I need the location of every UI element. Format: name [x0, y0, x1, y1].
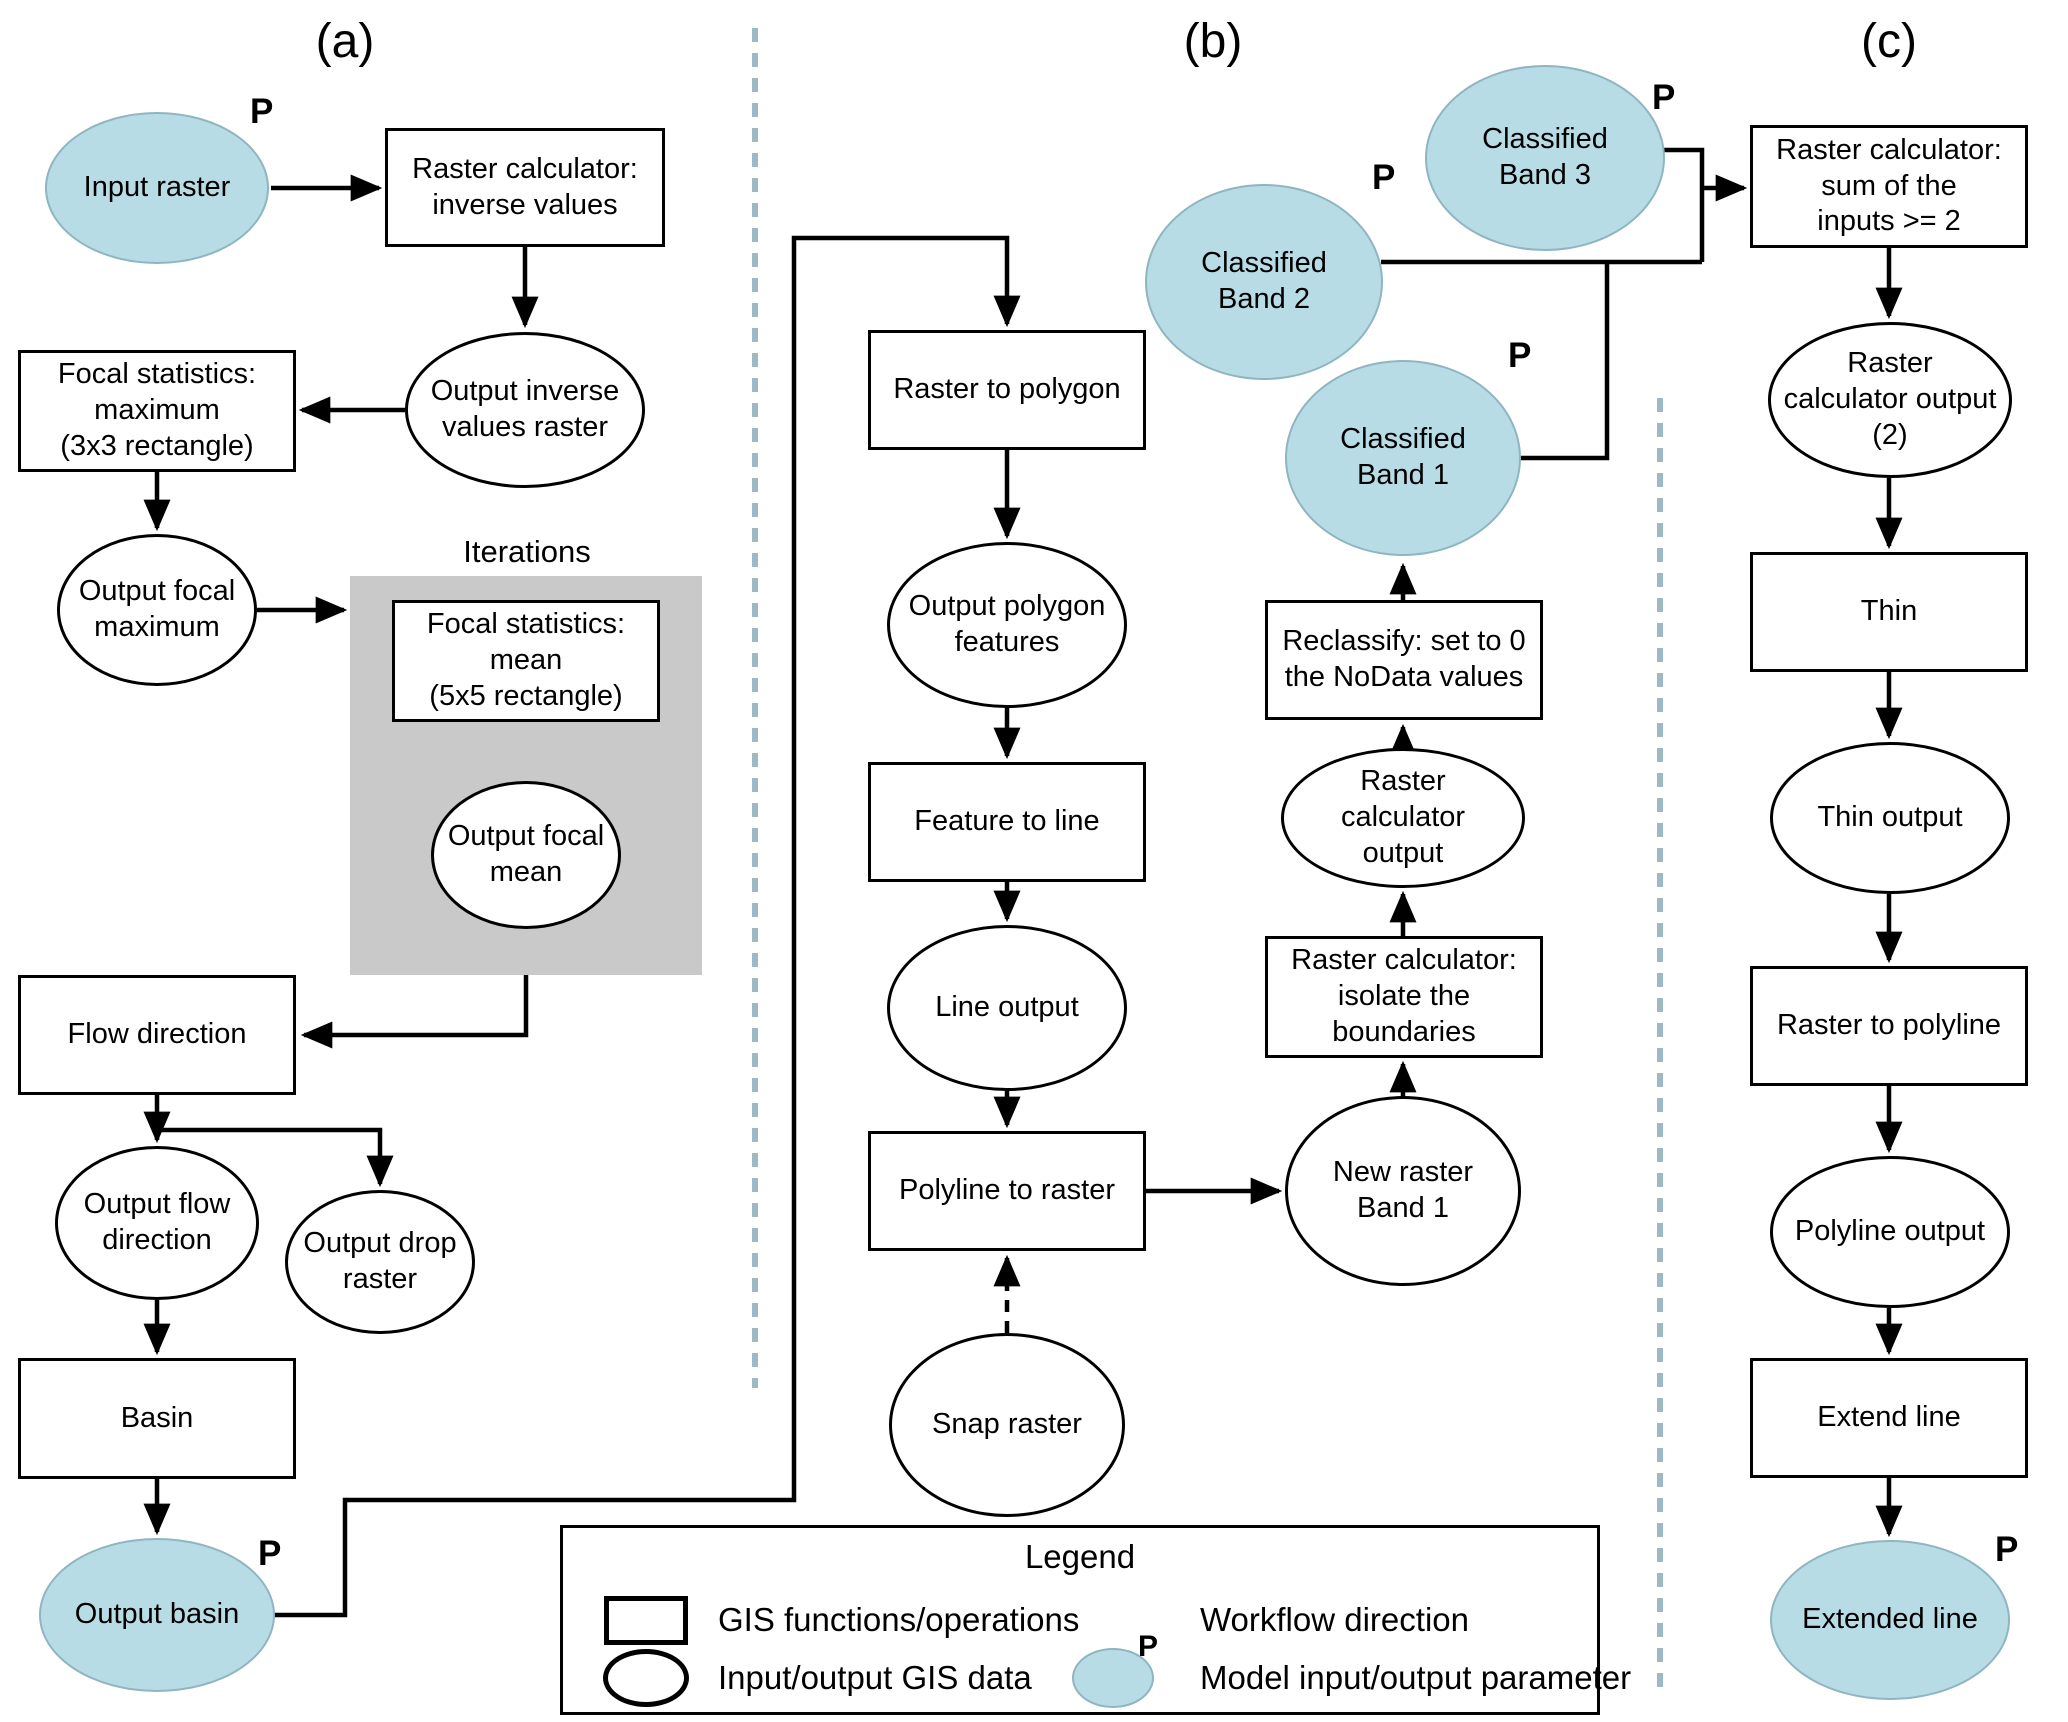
node-thin-output: Thin output [1770, 742, 2010, 894]
node-new-raster-band-1: New raster Band 1 [1285, 1096, 1521, 1286]
node-classified-band-3: Classified Band 3 [1425, 65, 1665, 251]
node-raster-calculator-inverse: Raster calculator: inverse values [385, 128, 665, 247]
connector-outbasin-to-rastertopolygon [273, 235, 1021, 1618]
arrow-iterations-to-flowdirection [300, 975, 529, 1049]
node-raster-calculator-isolate: Raster calculator: isolate the boundarie… [1265, 936, 1543, 1058]
node-output-drop-raster: Output drop raster [285, 1190, 475, 1334]
legend-label-io-data: Input/output GIS data [718, 1659, 1032, 1696]
node-raster-calculator-output-2: Raster calculator output (2) [1768, 322, 2012, 478]
node-polyline-to-raster: Polyline to raster [868, 1131, 1146, 1251]
legend-title: Legend [1024, 1538, 1136, 1575]
node-line-output: Line output [887, 925, 1127, 1091]
legend-label-workflow-direction: Workflow direction [1200, 1601, 1469, 1638]
node-classified-band-2: Classified Band 2 [1145, 184, 1383, 380]
param-marker-band-2: P [1372, 158, 1396, 197]
param-marker-extended-line: P [1995, 1530, 2019, 1569]
node-classified-band-1: Classified Band 1 [1285, 360, 1521, 556]
legend-parameter-ellipse-icon [1072, 1648, 1154, 1708]
node-output-focal-mean: Output focal mean [431, 781, 621, 929]
arrow-flowdirection-to-outdrop [157, 1127, 394, 1188]
param-marker-band-3: P [1652, 78, 1676, 117]
node-raster-to-polygon: Raster to polygon [868, 330, 1146, 450]
param-marker-band-1: P [1508, 336, 1532, 375]
node-output-basin: Output basin [39, 1538, 275, 1692]
node-raster-calculator-output: Raster calculator output [1281, 748, 1525, 888]
param-marker-input-raster: P [250, 92, 274, 131]
node-raster-calculator-sum: Raster calculator: sum of the inputs >= … [1750, 125, 2028, 248]
iterations-label: Iterations [463, 534, 591, 569]
node-input-raster: Input raster [45, 112, 269, 264]
node-focal-statistics-mean: Focal statistics: mean (5x5 rectangle) [392, 600, 660, 722]
panel-b-title: (b) [1183, 15, 1243, 68]
node-snap-raster: Snap raster [889, 1333, 1125, 1517]
param-marker-output-basin: P [258, 1534, 282, 1573]
node-extended-line: Extended line [1770, 1540, 2010, 1700]
panel-a-title: (a) [315, 15, 375, 68]
node-output-polygon-features: Output polygon features [887, 542, 1127, 708]
node-focal-statistics-maximum: Focal statistics: maximum (3x3 rectangle… [18, 350, 296, 472]
node-feature-to-line: Feature to line [868, 762, 1146, 882]
legend-label-model-param: Model input/output parameter [1200, 1659, 1632, 1696]
node-flow-direction: Flow direction [18, 975, 296, 1095]
connector-band1 [1519, 264, 1610, 461]
legend-function-box-icon [604, 1596, 688, 1645]
node-extend-line: Extend line [1750, 1358, 2028, 1478]
legend-label-gis-functions: GIS functions/operations [718, 1601, 1080, 1638]
legend-data-ellipse-icon [603, 1649, 689, 1707]
node-thin: Thin [1750, 552, 2028, 672]
panel-c-title: (c) [1861, 15, 1917, 68]
node-raster-to-polyline: Raster to polyline [1750, 966, 2028, 1086]
connector-band3 [1664, 147, 1705, 262]
node-basin: Basin [18, 1358, 296, 1479]
legend-param-marker: P [1138, 1630, 1159, 1663]
node-output-inverse-values: Output inverse values raster [405, 332, 645, 488]
node-output-flow-direction: Output flow direction [55, 1146, 259, 1300]
node-polyline-output: Polyline output [1770, 1156, 2010, 1308]
node-reclassify-nodata: Reclassify: set to 0 the NoData values [1265, 600, 1543, 720]
node-output-focal-maximum: Output focal maximum [57, 534, 257, 686]
